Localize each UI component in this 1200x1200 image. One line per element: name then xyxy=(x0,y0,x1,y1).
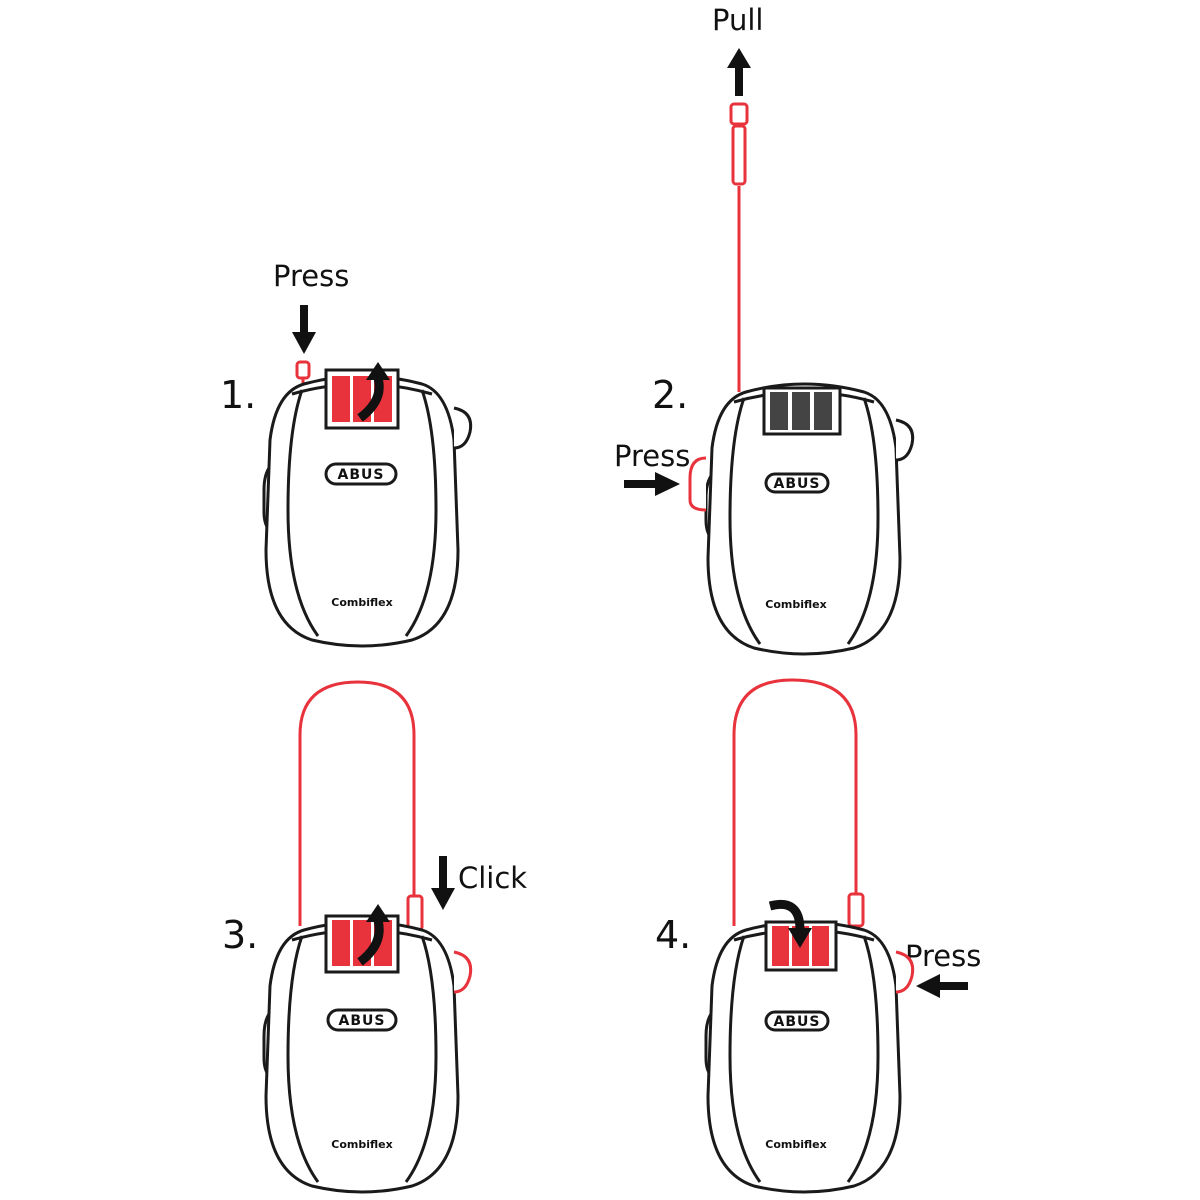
step-number: 1. xyxy=(220,373,256,417)
lock-body: ABUS Combiflex xyxy=(262,368,473,648)
step-number: 4. xyxy=(655,913,691,957)
release-button xyxy=(688,456,707,512)
curved-arrow-down-icon xyxy=(768,900,812,948)
curved-arrow-up-icon xyxy=(357,904,390,966)
brand-logo xyxy=(324,462,398,486)
arrow-up-icon xyxy=(727,48,751,96)
cable-loop xyxy=(732,678,858,926)
model-text: Combiflex xyxy=(765,598,826,611)
model-text: Combiflex xyxy=(331,596,392,609)
release-button xyxy=(895,950,915,994)
brand-text: ABUS xyxy=(339,1013,386,1029)
arrow-left-icon xyxy=(916,974,968,998)
brand-logo xyxy=(764,472,830,494)
model-text: Combiflex xyxy=(331,1138,392,1151)
step-number: 2. xyxy=(652,373,688,417)
model-text: Combiflex xyxy=(765,1138,826,1151)
click-label: Click xyxy=(458,861,527,895)
brand-logo xyxy=(764,1010,830,1032)
lock-body: ABUS Combiflex xyxy=(704,920,915,1194)
step-number: 3. xyxy=(222,913,258,957)
arrow-down-icon xyxy=(431,856,455,910)
arrow-down-icon xyxy=(292,305,316,354)
release-button xyxy=(453,950,473,994)
arrow-right-icon xyxy=(624,472,680,496)
cable-loop xyxy=(298,680,416,926)
step-3: 3. Click ABUS Combiflex xyxy=(222,680,527,1194)
brand-text: ABUS xyxy=(774,1014,821,1030)
cable-end xyxy=(729,102,749,392)
press-label: Press xyxy=(614,439,690,473)
brand-logo xyxy=(326,1008,398,1032)
curved-arrow-up-icon xyxy=(357,362,390,422)
combination-dials xyxy=(770,392,832,430)
step-4: 4. Press ABUS Combiflex xyxy=(655,678,981,1194)
pull-label: Pull xyxy=(712,3,763,37)
press-label: Press xyxy=(905,939,981,973)
lock-body: ABUS Combiflex xyxy=(688,382,915,656)
step-1: 1. Press ABUS Combiflex xyxy=(220,259,473,648)
step-2: 2. Pull Press xyxy=(614,3,915,656)
brand-text: ABUS xyxy=(338,467,385,483)
brand-text: ABUS xyxy=(774,476,821,492)
press-label: Press xyxy=(273,259,349,293)
